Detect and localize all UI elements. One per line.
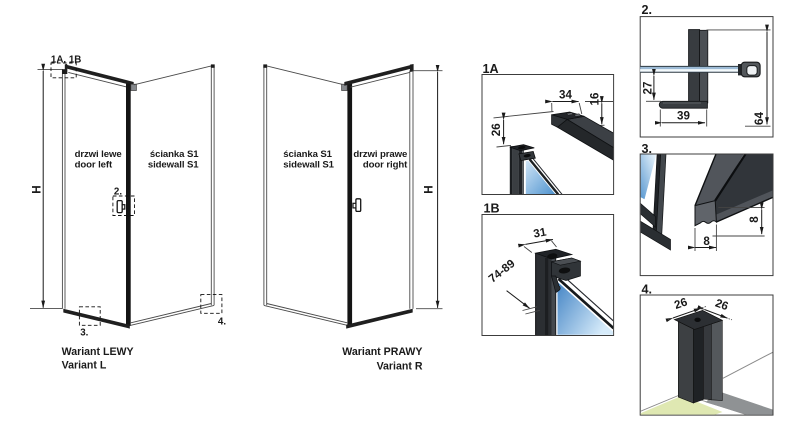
svg-text:Wariant LEWY: Wariant LEWY <box>62 346 134 358</box>
svg-text:39: 39 <box>677 110 690 123</box>
svg-text:64: 64 <box>753 112 766 125</box>
svg-text:Wariant PRAWY: Wariant PRAWY <box>342 346 422 358</box>
svg-text:H: H <box>422 185 435 193</box>
svg-text:3.: 3. <box>80 327 88 338</box>
svg-text:1B: 1B <box>484 202 500 216</box>
svg-text:34: 34 <box>559 88 572 101</box>
svg-text:sidewall S1: sidewall S1 <box>283 159 334 170</box>
svg-text:16: 16 <box>588 92 601 105</box>
svg-text:27: 27 <box>641 82 654 95</box>
svg-text:sidewall S1: sidewall S1 <box>148 159 199 170</box>
svg-text:26: 26 <box>490 123 503 136</box>
svg-text:4.: 4. <box>218 316 226 327</box>
svg-text:8: 8 <box>748 216 761 223</box>
svg-text:4.: 4. <box>642 282 653 296</box>
svg-text:Variant R: Variant R <box>377 360 423 372</box>
svg-text:door left: door left <box>75 159 113 170</box>
svg-text:1A. 1B: 1A. 1B <box>51 54 82 65</box>
svg-text:8: 8 <box>703 235 710 248</box>
svg-text:door right: door right <box>363 159 408 170</box>
svg-text:Variant L: Variant L <box>62 360 107 372</box>
svg-text:1A: 1A <box>483 62 499 76</box>
svg-text:2.: 2. <box>642 3 653 17</box>
svg-text:H: H <box>31 185 44 193</box>
svg-text:2.: 2. <box>114 186 122 197</box>
